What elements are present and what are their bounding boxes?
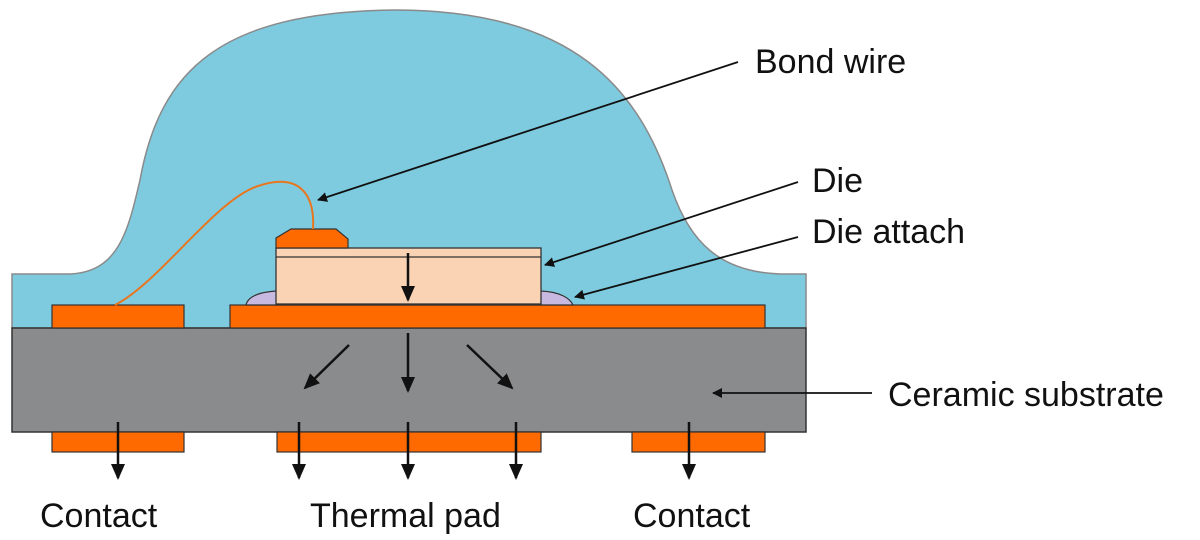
top-contact-pad-left xyxy=(51,304,185,329)
callout-leaders xyxy=(317,61,872,398)
label-contact-left: Contact xyxy=(40,497,158,535)
heat-flow-arrows xyxy=(111,253,696,480)
leader-die-attach xyxy=(574,236,799,300)
heat-arrow-substrate-right xyxy=(466,344,514,390)
label-contact-right: Contact xyxy=(633,497,751,535)
encapsulant-dome xyxy=(11,9,807,329)
leader-die xyxy=(544,181,799,267)
top-thermal-pad xyxy=(229,304,766,329)
bond-wire xyxy=(114,180,315,306)
heat-arrow-substrate-left xyxy=(303,344,350,390)
label-die-attach: Die attach xyxy=(812,213,965,251)
label-die: Die xyxy=(812,162,863,200)
leader-bond-wire xyxy=(317,61,739,202)
label-ceramic-substrate: Ceramic substrate xyxy=(888,376,1164,414)
label-bond-wire: Bond wire xyxy=(755,43,906,81)
label-thermal-pad: Thermal pad xyxy=(310,497,501,535)
bond-pad xyxy=(275,228,349,249)
bottom-contact-pad-right xyxy=(631,431,766,453)
